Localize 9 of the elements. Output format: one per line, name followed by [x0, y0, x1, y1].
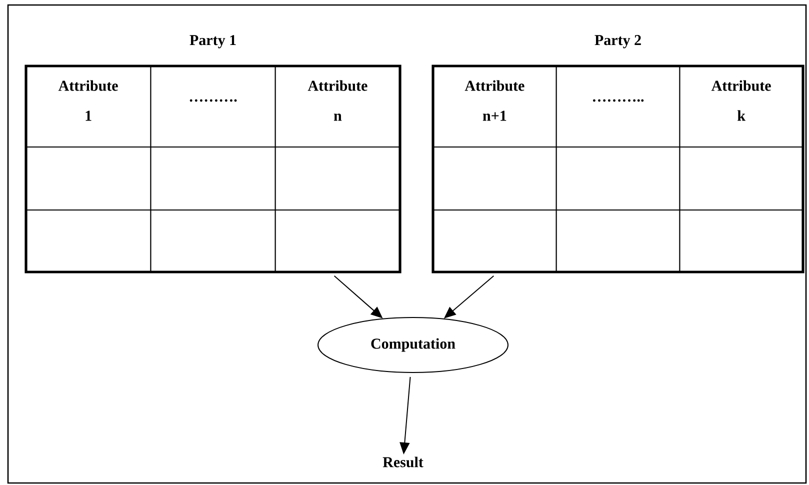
result-text: Result: [382, 456, 424, 468]
column-header: Attribute k: [711, 80, 771, 121]
column-header: Attribute n: [308, 80, 368, 121]
column-header: ……….: [190, 99, 237, 102]
column-header: Attribute n+1: [464, 80, 524, 121]
table-heading: Party 2: [594, 35, 641, 48]
table-heading: Party 1: [190, 35, 236, 48]
column-header: ………..: [593, 99, 644, 102]
column-header: Attribute 1: [58, 80, 118, 121]
